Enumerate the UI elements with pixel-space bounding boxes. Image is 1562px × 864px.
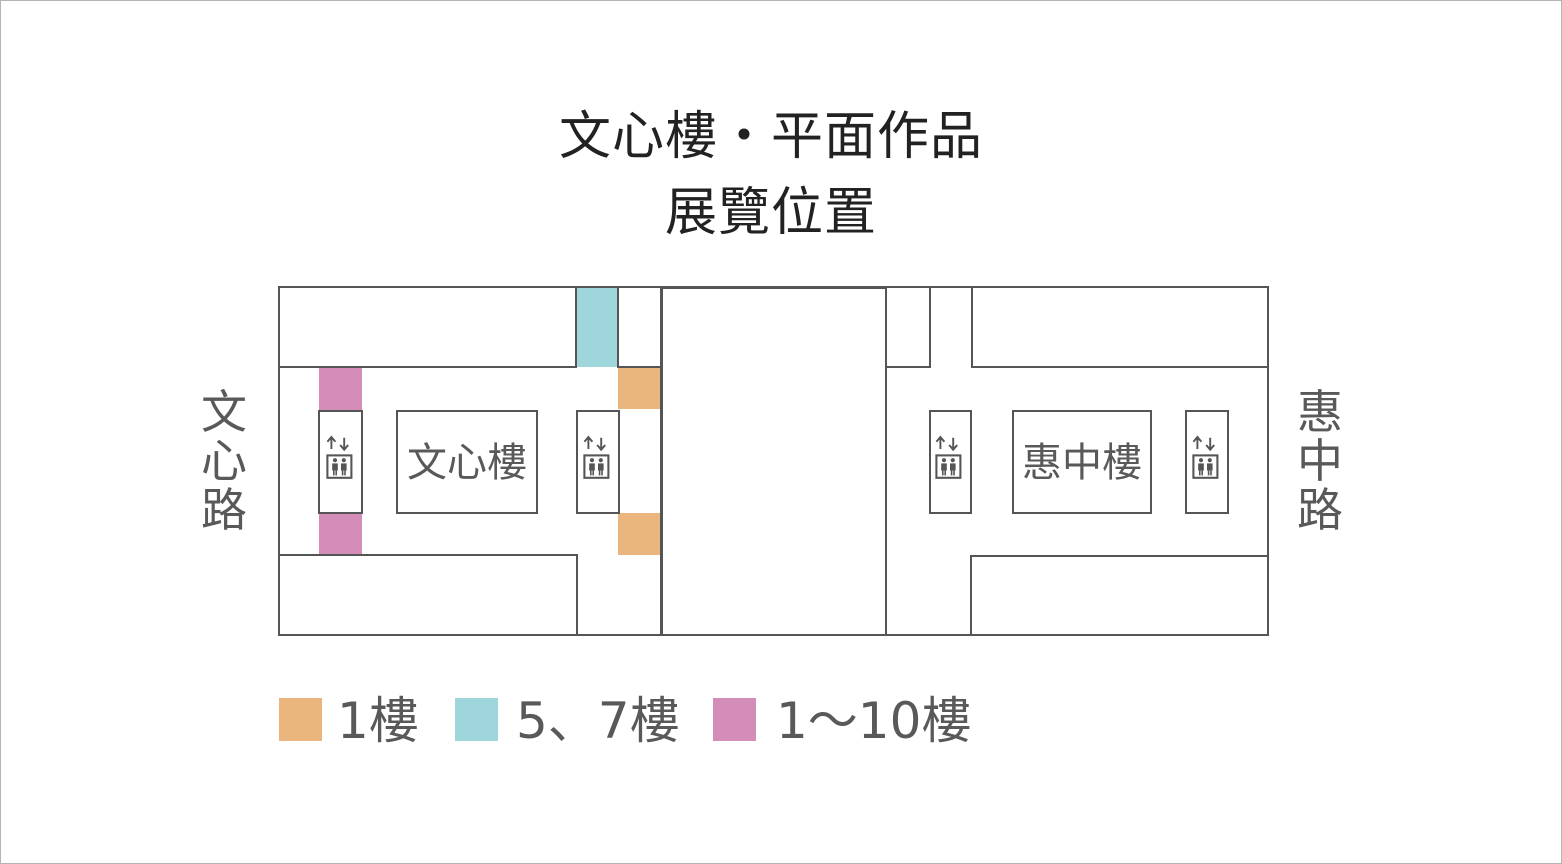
elevator-icon-left-outer xyxy=(318,410,363,514)
legend-swatch-5-7f xyxy=(455,698,498,741)
zone-1-10f-lower xyxy=(319,513,362,555)
huizhong-north-left xyxy=(886,288,931,368)
huizhong-building-label: 惠中樓 xyxy=(1022,440,1142,486)
legend-label-1f: 1樓 xyxy=(337,692,419,750)
svg-text:路: 路 xyxy=(1297,483,1343,537)
elevator-icon-right-outer xyxy=(1185,410,1229,514)
zone-1-10f-upper xyxy=(319,367,362,411)
wenxin-building-box xyxy=(396,410,538,514)
title-line-1: 文心樓・平面作品 xyxy=(558,107,983,167)
svg-text:心: 心 xyxy=(201,434,247,488)
svg-text:路: 路 xyxy=(201,483,247,537)
elevator-icon-left-inner xyxy=(576,410,620,514)
title-line-2: 展覽位置 xyxy=(664,183,877,243)
wenxin-road-label: 文 心 路 xyxy=(201,385,247,537)
zone-1f-lower xyxy=(618,513,661,555)
wenxin-south-block xyxy=(279,554,578,635)
zone-1f-upper xyxy=(618,367,661,409)
svg-text:文: 文 xyxy=(201,385,247,439)
legend: 1樓 5、7樓 1～10樓 xyxy=(279,692,971,750)
svg-text:惠: 惠 xyxy=(1297,385,1343,439)
central-courtyard xyxy=(661,287,887,636)
huizhong-north-right xyxy=(971,288,1268,368)
map-title: 文心樓・平面作品 展覽位置 xyxy=(1,99,1541,251)
huizhong-building-box xyxy=(1012,410,1152,514)
legend-label-5-7f: 5、7樓 xyxy=(516,692,680,750)
huizhong-south-block xyxy=(970,555,1268,635)
legend-label-1-10f: 1～10樓 xyxy=(776,692,971,750)
svg-text:中: 中 xyxy=(1297,434,1343,488)
elevator-icon-right-inner xyxy=(929,410,972,514)
legend-swatch-1-10f xyxy=(713,698,756,741)
wenxin-building-label: 文心樓 xyxy=(407,440,527,486)
zone-5-7f xyxy=(576,288,618,367)
huizhong-road-label: 惠 中 路 xyxy=(1297,385,1343,537)
wenxin-north-block xyxy=(279,288,661,368)
legend-swatch-1f xyxy=(279,698,322,741)
